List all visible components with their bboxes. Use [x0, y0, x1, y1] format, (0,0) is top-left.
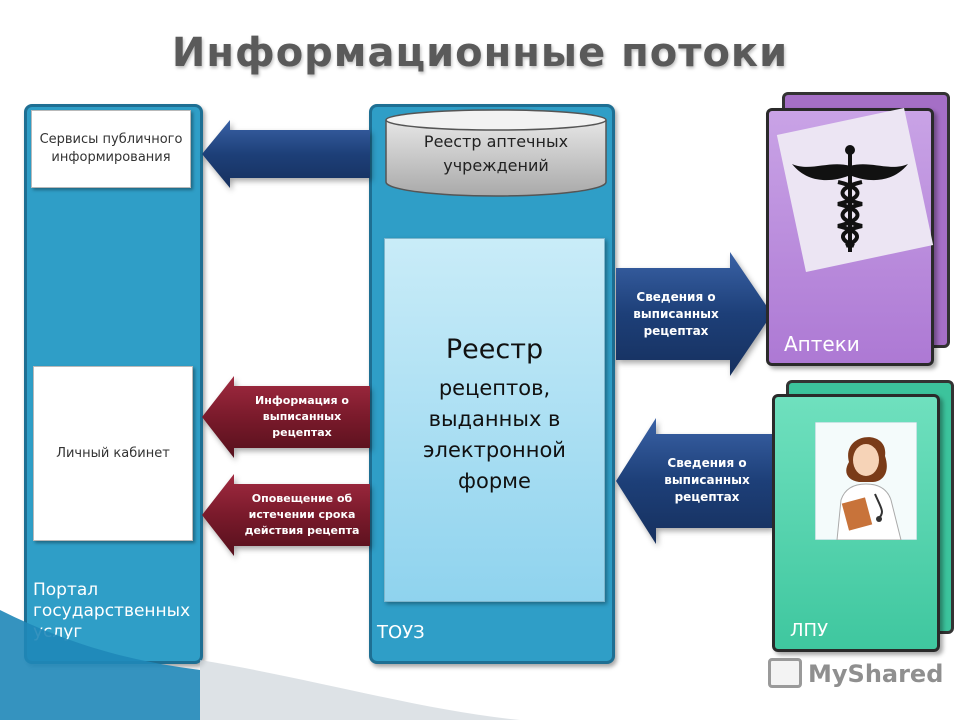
pharmacy-registry-db-icon — [385, 109, 607, 197]
doctor-icon — [815, 422, 917, 540]
prescription-registry-title: Реестр — [445, 334, 544, 365]
arrow-info-text: Информация о выписанных рецептах — [255, 394, 349, 439]
arrow-notice-to-portal — [202, 474, 370, 556]
prescription-registry-desc: рецептов, выданных в электронной форме — [423, 376, 566, 493]
caduceus-icon — [792, 145, 908, 252]
lpu-label: ЛПУ — [790, 620, 829, 641]
arrow-to-services — [202, 120, 370, 188]
arrow-to-pharmacy — [616, 252, 772, 376]
touz-label: ТОУЗ — [377, 622, 425, 643]
public-services-box[interactable]: Сервисы публичного информирования — [31, 110, 191, 188]
arrow-to-pharmacy-text: Сведения о выписанных рецептах — [633, 289, 719, 338]
arrow-notice-text: Оповещение об истечении срока действия р… — [244, 492, 360, 537]
pharmacy-label: Аптеки — [784, 332, 860, 356]
arrow-from-lpu — [616, 418, 772, 544]
arrow-info-to-portal — [202, 376, 370, 458]
watermark-logo-icon — [768, 658, 802, 688]
personal-cabinet-box[interactable]: Личный кабинет — [33, 366, 193, 541]
decor-swoosh — [0, 610, 520, 720]
page-title: Информационные потоки — [171, 30, 789, 76]
watermark-text: MyShared — [808, 660, 944, 688]
pharmacy-registry-db-label: Реестр аптечных учреждений — [423, 132, 569, 175]
arrow-from-lpu-text: Сведения о выписанных рецептах — [664, 455, 750, 504]
prescription-registry-box[interactable] — [384, 238, 605, 602]
